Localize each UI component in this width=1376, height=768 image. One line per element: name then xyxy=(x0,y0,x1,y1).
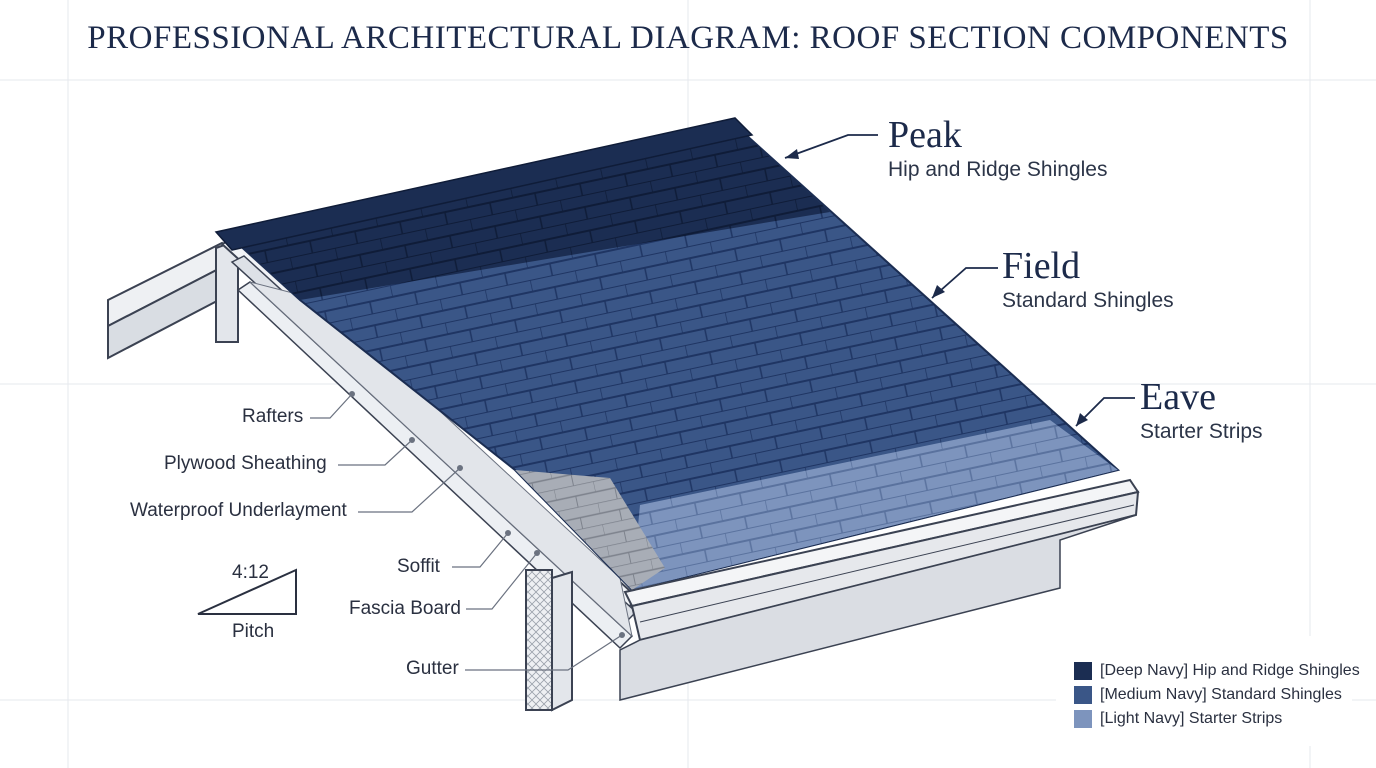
page-title: PROFESSIONAL ARCHITECTURAL DIAGRAM: ROOF… xyxy=(87,20,1289,56)
callout-eave-sub: Starter Strips xyxy=(1140,420,1263,443)
leader-lines xyxy=(310,393,623,671)
callout-eave: Eave Starter Strips xyxy=(1140,377,1263,445)
pitch-triangle xyxy=(197,568,297,615)
label-waterproof-underlayment: Waterproof Underlayment xyxy=(130,500,347,521)
callout-field: Field Standard Shingles xyxy=(1002,246,1174,314)
callout-peak-heading: Peak xyxy=(888,114,962,156)
callout-eave-heading: Eave xyxy=(1140,376,1216,418)
fascia-and-gutter xyxy=(619,478,1140,701)
legend-item-deep-navy: [Deep Navy] Hip and Ridge Shingles xyxy=(1074,662,1360,680)
legend-item-label: [Medium Navy] Standard Shingles xyxy=(1100,686,1342,703)
label-soffit: Soffit xyxy=(397,556,440,577)
legend-swatch xyxy=(1074,686,1092,704)
roof-shingles xyxy=(214,117,1121,592)
label-gutter: Gutter xyxy=(406,658,459,679)
legend-item-label: [Light Navy] Starter Strips xyxy=(1100,710,1283,727)
label-plywood-sheathing: Plywood Sheathing xyxy=(164,453,327,474)
legend: [Deep Navy] Hip and Ridge Shingles [Medi… xyxy=(1056,636,1360,746)
gable-structure xyxy=(107,238,240,360)
legend-swatch xyxy=(1074,662,1092,680)
callout-field-sub: Standard Shingles xyxy=(1002,289,1174,312)
callout-field-heading: Field xyxy=(1002,245,1081,287)
callout-arrows xyxy=(784,134,1135,427)
callout-peak-sub: Hip and Ridge Shingles xyxy=(888,158,1108,181)
callout-peak: Peak Hip and Ridge Shingles xyxy=(888,115,1107,183)
label-fascia-board: Fascia Board xyxy=(349,598,461,619)
wall-stud xyxy=(525,569,573,712)
leader-dots xyxy=(349,391,625,638)
pitch-label: Pitch xyxy=(232,621,275,642)
legend-swatch xyxy=(1074,710,1092,728)
legend-item-medium-navy: [Medium Navy] Standard Shingles xyxy=(1074,686,1342,704)
legend-item-light-navy: [Light Navy] Starter Strips xyxy=(1074,710,1282,728)
pitch-ratio: 4:12 xyxy=(232,562,269,583)
legend-item-label: [Deep Navy] Hip and Ridge Shingles xyxy=(1100,662,1360,679)
arrow-heads xyxy=(785,149,1088,426)
label-rafters: Rafters xyxy=(242,406,304,427)
